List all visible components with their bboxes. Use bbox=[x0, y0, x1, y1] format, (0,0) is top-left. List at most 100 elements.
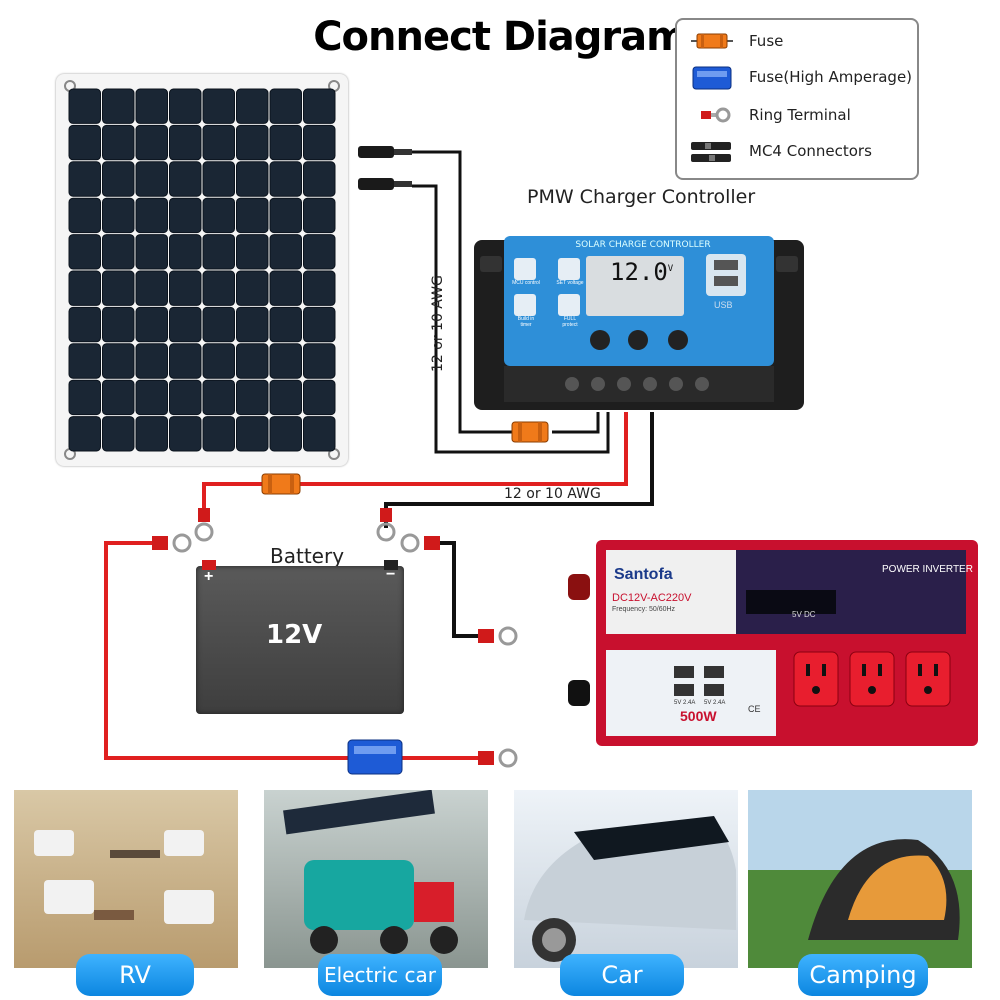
legend: Fuse Fuse(High Amperage) Ring Terminal M… bbox=[675, 18, 919, 180]
ring-terminal-icon bbox=[152, 533, 192, 553]
solar-cell bbox=[68, 379, 101, 416]
ring-terminal-icon bbox=[687, 103, 737, 127]
ce-mark: CE bbox=[748, 704, 761, 714]
solar-cell bbox=[169, 88, 202, 124]
solar-cell bbox=[269, 88, 302, 124]
solar-cell bbox=[303, 124, 336, 161]
solar-cell bbox=[303, 416, 336, 452]
legend-label: Ring Terminal bbox=[749, 106, 851, 124]
inverter-display-text: 5V DC bbox=[792, 610, 816, 619]
inverter-title: POWER INVERTER bbox=[882, 564, 973, 575]
plus-sign: + bbox=[204, 568, 214, 585]
solar-cell bbox=[236, 416, 269, 452]
solar-cell bbox=[68, 161, 101, 197]
solar-cell bbox=[236, 197, 269, 234]
solar-cell bbox=[102, 270, 135, 306]
solar-cell bbox=[236, 306, 269, 343]
inverter-power: 500W bbox=[680, 708, 717, 724]
mc4-connector-icon bbox=[687, 139, 737, 163]
positive-terminal bbox=[202, 560, 216, 570]
inverter-brand: Santofa bbox=[614, 566, 673, 583]
solar-cell bbox=[68, 234, 101, 270]
solar-cell bbox=[303, 306, 336, 343]
solar-cell bbox=[202, 343, 235, 379]
solar-cell bbox=[102, 88, 135, 124]
solar-cell bbox=[269, 161, 302, 197]
mc4-connectors bbox=[358, 146, 412, 190]
solar-cell bbox=[102, 197, 135, 234]
ring-terminal-icon bbox=[194, 508, 214, 542]
solar-cell bbox=[236, 379, 269, 416]
timer-button[interactable]: Build in timer bbox=[517, 316, 535, 328]
legend-item-fuse: Fuse bbox=[687, 26, 783, 56]
ring-terminal-icon bbox=[376, 508, 396, 542]
solar-cell bbox=[202, 197, 235, 234]
solar-cell bbox=[169, 416, 202, 452]
solar-cell bbox=[269, 416, 302, 452]
solar-cell bbox=[202, 88, 235, 124]
solar-cell bbox=[169, 161, 202, 197]
page-title: Connect Diagram bbox=[313, 14, 688, 60]
high-amperage-fuse-icon bbox=[347, 739, 403, 775]
solar-cell bbox=[102, 343, 135, 379]
solar-cell bbox=[102, 306, 135, 343]
solar-cell bbox=[202, 161, 235, 197]
application-label-camping: Camping bbox=[798, 954, 928, 996]
battery-voltage: 12V bbox=[266, 620, 323, 650]
legend-item-mc4: MC4 Connectors bbox=[687, 136, 872, 166]
electric-car-photo bbox=[264, 790, 488, 968]
controller-header: SOLAR CHARGE CONTROLLER bbox=[575, 240, 711, 250]
awg-label-horizontal: 12 or 10 AWG bbox=[504, 486, 601, 502]
wiring bbox=[104, 150, 654, 775]
solar-panel bbox=[56, 74, 348, 466]
protect-button[interactable]: FULL protect bbox=[562, 316, 578, 328]
solar-cell bbox=[269, 379, 302, 416]
ring-terminal-icon bbox=[478, 626, 518, 646]
solar-cell bbox=[202, 124, 235, 161]
solar-cell bbox=[236, 161, 269, 197]
fuse-icon bbox=[511, 421, 549, 443]
solar-cell bbox=[135, 234, 168, 270]
legend-label: Fuse bbox=[749, 32, 784, 50]
solar-cell bbox=[135, 197, 168, 234]
usb-b-label: 5V 2.4A bbox=[704, 700, 726, 706]
ring-terminal-icon bbox=[478, 748, 518, 768]
solar-cell bbox=[68, 124, 101, 161]
solar-cell bbox=[169, 306, 202, 343]
solar-cell bbox=[135, 270, 168, 306]
solar-cell bbox=[236, 88, 269, 124]
inverter-terminals bbox=[568, 574, 590, 706]
ring-terminal-icon bbox=[400, 533, 440, 553]
solar-cell bbox=[169, 124, 202, 161]
inverter-model: DC12V-AC220V bbox=[612, 592, 692, 604]
solar-cell bbox=[68, 343, 101, 379]
solar-cell bbox=[68, 416, 101, 452]
fuse-icon bbox=[261, 473, 301, 495]
application-label-car: Car bbox=[560, 954, 684, 996]
solar-cell bbox=[102, 234, 135, 270]
high-amperage-fuse-icon bbox=[687, 65, 737, 90]
solar-cell bbox=[68, 197, 101, 234]
solar-cell bbox=[269, 124, 302, 161]
solar-cell bbox=[102, 161, 135, 197]
usb-a-label: 5V 2.4A bbox=[674, 700, 696, 706]
solar-cell bbox=[135, 88, 168, 124]
mcu-button[interactable]: MCU control bbox=[512, 280, 540, 286]
battery: + − 12V bbox=[196, 560, 404, 714]
solar-cell bbox=[68, 270, 101, 306]
solar-cell bbox=[135, 124, 168, 161]
awg-label-vertical: 12 or 10 AWG bbox=[430, 275, 446, 372]
solar-cell bbox=[202, 416, 235, 452]
solar-cell bbox=[269, 343, 302, 379]
solar-cell bbox=[102, 124, 135, 161]
controller-label: PMW Charger Controller bbox=[527, 186, 756, 208]
solar-cell bbox=[303, 197, 336, 234]
rv-photo bbox=[14, 790, 238, 968]
solar-cell bbox=[236, 234, 269, 270]
solar-cell bbox=[135, 379, 168, 416]
set-voltage-button[interactable]: SET voltage bbox=[556, 280, 584, 286]
car-photo bbox=[514, 790, 738, 968]
minus-sign: − bbox=[386, 566, 396, 583]
negative-terminal bbox=[384, 560, 398, 570]
solar-cell bbox=[202, 234, 235, 270]
